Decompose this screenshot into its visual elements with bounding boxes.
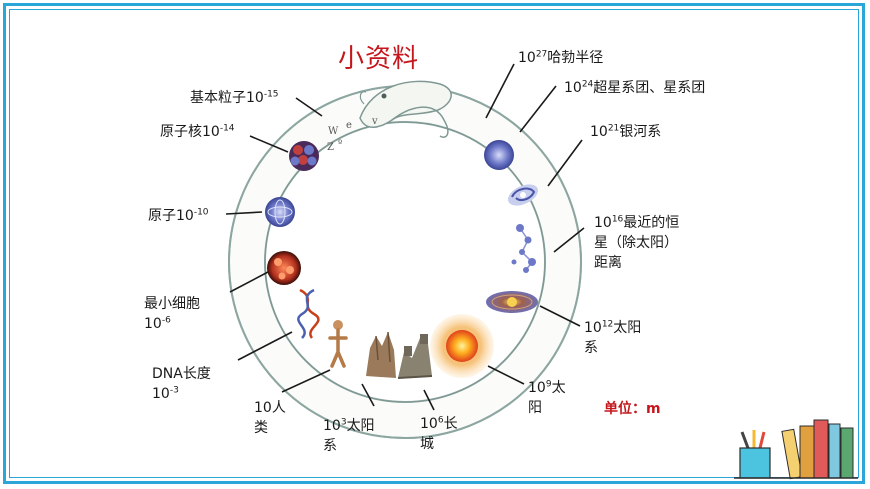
slide-border-inner	[9, 9, 859, 478]
label-solar-system: 1012太阳 系	[584, 319, 642, 356]
hubble-universe-image	[484, 140, 514, 170]
leader-lines	[225, 63, 585, 411]
leader-mountain	[361, 383, 375, 407]
leader-supercluster	[519, 85, 557, 133]
label-nucleus: 原子核10-14	[160, 123, 235, 140]
unit-label: 单位：m	[604, 401, 661, 417]
solar-system-image	[486, 291, 538, 313]
slide-border-outer	[3, 3, 865, 484]
cell-image	[267, 251, 301, 285]
dna-helix-image	[297, 288, 320, 339]
label-human: 10人 类	[254, 400, 286, 436]
leader-human	[281, 369, 331, 393]
atom-image	[265, 197, 295, 227]
label-elementary-particle: 基本粒子10-15	[190, 89, 279, 106]
leader-sun	[487, 365, 525, 385]
leader-great-wall	[423, 389, 435, 411]
label-great-wall: 106长 城	[420, 415, 458, 452]
leader-atom	[225, 211, 263, 215]
page-title: 小资料	[338, 44, 420, 74]
sun-image	[430, 314, 494, 378]
ring-letter-z: Z	[327, 142, 334, 153]
label-smallest-cell: 最小细胞 10-6	[144, 296, 200, 332]
label-dna: DNA长度 10-3	[152, 366, 211, 402]
ring-letter-e: e	[346, 120, 352, 131]
label-milky-way: 1021银河系	[590, 123, 662, 140]
label-nearest-star: 1016最近的恒 星（除太阳） 距离	[594, 214, 680, 271]
leader-galaxy	[547, 139, 583, 187]
leader-nearest-star	[553, 227, 585, 253]
label-supercluster: 1024超星系团、星系团	[564, 79, 706, 96]
leader-dna	[237, 331, 293, 361]
galaxy-spiral-image	[508, 184, 538, 206]
human-figure-image	[328, 320, 348, 368]
mountain-rock-image	[366, 331, 396, 378]
ring-letter-n: º	[338, 139, 342, 149]
label-hubble-radius: 1027哈勃半径	[518, 49, 604, 66]
label-mountain: 103太阳 系	[323, 417, 375, 454]
ring-letter-w: W	[328, 126, 339, 137]
label-atom: 原子10-10	[148, 207, 209, 224]
leader-solar-system	[539, 305, 581, 327]
leader-hubble	[485, 63, 515, 119]
label-sun: 109太 阳	[528, 379, 566, 416]
nucleus-image	[289, 141, 319, 171]
leader-nucleus	[249, 135, 289, 153]
ring-letter-v: v	[371, 116, 378, 127]
leader-cell	[229, 271, 269, 293]
leader-particle	[295, 97, 323, 117]
snake-head	[359, 80, 452, 138]
great-wall-image	[397, 334, 433, 379]
star-constellation-image	[511, 224, 536, 273]
